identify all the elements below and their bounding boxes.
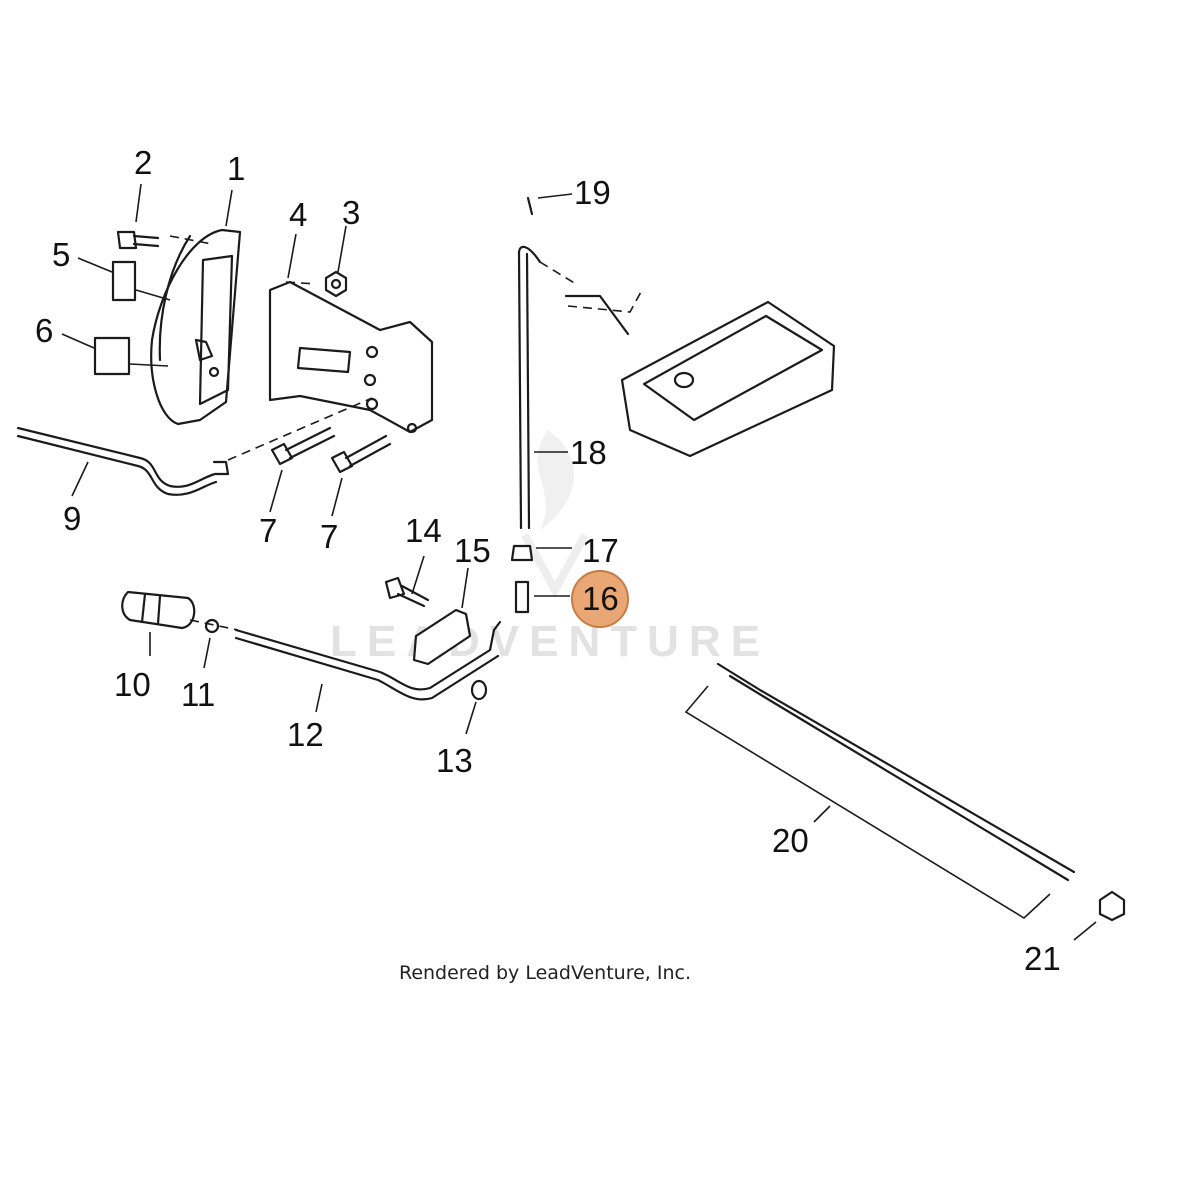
callout-20: 20 — [772, 822, 809, 859]
part-20-cable-edge — [728, 674, 1070, 882]
part-10-grip — [121, 590, 196, 630]
callout-7a: 7 — [259, 512, 277, 549]
assembly-line — [285, 281, 317, 285]
callout-numbers: 1 2 3 4 5 6 7 7 9 10 11 12 13 14 15 16 1… — [35, 144, 1061, 977]
part-11-nut — [204, 618, 220, 634]
part-13-washer — [470, 679, 488, 701]
part-18-rod — [517, 245, 542, 530]
part-17-grommet — [510, 544, 534, 562]
assembly-line — [227, 397, 373, 461]
part-7-screws — [270, 426, 392, 474]
callout-5: 5 — [52, 236, 70, 273]
part-16-connector — [514, 580, 530, 614]
highlight-callout-16 — [571, 570, 629, 628]
part-6-label — [93, 336, 131, 376]
callout-1: 1 — [227, 150, 245, 187]
callout-17: 17 — [582, 532, 619, 569]
credit-text: Rendered by LeadVenture, Inc. — [398, 962, 692, 984]
part-20-cable — [716, 662, 1076, 874]
callout-15: 15 — [454, 532, 491, 569]
callout-7b: 7 — [320, 518, 338, 555]
assembly-line — [567, 289, 643, 313]
assembly-line — [169, 235, 213, 245]
callout-4: 4 — [289, 196, 307, 233]
part-12-rod — [234, 620, 502, 691]
part-9-wire — [16, 426, 230, 488]
part-9-wire-edge — [16, 434, 218, 496]
part-4-bracket — [268, 280, 434, 434]
tray-housing — [564, 294, 836, 458]
watermark-text: LEADVENTURE — [330, 617, 770, 666]
part-15-plate — [412, 608, 472, 666]
part-19-clip — [526, 196, 534, 216]
assembly-line — [189, 619, 239, 631]
callout-6: 6 — [35, 312, 53, 349]
part-14-bolt — [384, 576, 430, 608]
callout-3: 3 — [342, 194, 360, 231]
callout-13: 13 — [436, 742, 473, 779]
part-5-label — [111, 260, 137, 302]
part-1-taillight-housing — [150, 228, 242, 426]
part-2-bolt — [116, 230, 160, 250]
callout-18: 18 — [570, 434, 607, 471]
part-12-rod-edge — [234, 636, 500, 701]
callout-16: 16 — [582, 580, 619, 617]
callout-10: 10 — [114, 666, 151, 703]
leader-lines — [61, 183, 1097, 941]
callout-19: 19 — [574, 174, 611, 211]
callout-21: 21 — [1024, 940, 1061, 977]
callout-9: 9 — [63, 500, 81, 537]
assembly-line — [539, 261, 577, 285]
callout-11: 11 — [181, 676, 215, 713]
part-3-nut — [324, 270, 348, 298]
callout-14: 14 — [405, 512, 442, 549]
watermark: LEADVENTURE — [330, 430, 770, 666]
part-21-nut — [1098, 890, 1126, 922]
callout-2: 2 — [134, 144, 152, 181]
callout-12: 12 — [287, 716, 324, 753]
